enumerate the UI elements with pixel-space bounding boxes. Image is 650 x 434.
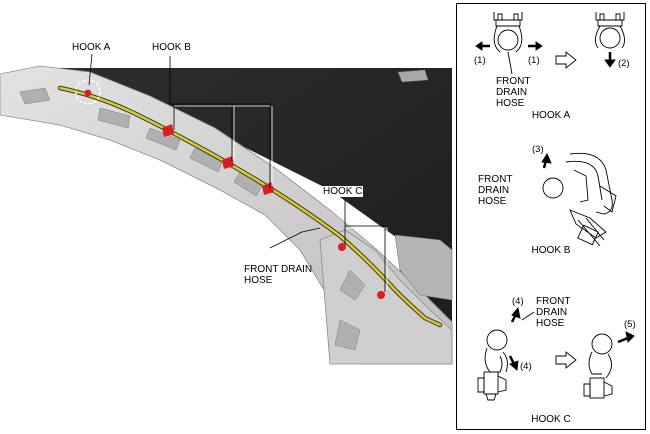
hook-c-title: HOOK C xyxy=(531,414,571,425)
hook-b-step-3: (3) xyxy=(532,144,544,155)
hook-c-arrow-right xyxy=(617,336,629,344)
hook-a-clip-before xyxy=(493,12,523,53)
leader-highlights xyxy=(174,105,388,290)
front-drain-hose-label: FRONT DRAIN HOSE xyxy=(244,264,313,286)
hook-c-hose-label: FRONT DRAIN HOSE xyxy=(536,296,571,329)
hook-b-hose xyxy=(542,177,564,199)
hook-a-marker xyxy=(84,89,92,97)
hook-c-label: HOOK C xyxy=(322,186,364,197)
hook-a-label: HOOK A xyxy=(72,42,111,53)
upper-bracket xyxy=(397,69,429,83)
hook-a-step-2: (2) xyxy=(618,58,630,69)
hook-a-clip-after xyxy=(595,12,625,49)
hook-c-step-5: (5) xyxy=(624,319,636,330)
hook-c-step-4-bottom: (4) xyxy=(520,361,532,372)
hook-c-clip-after xyxy=(583,333,613,399)
hook-a-step-arrow xyxy=(555,51,577,69)
hook-a-step-1-left: (1) xyxy=(474,55,486,66)
hook-b-markers xyxy=(162,124,274,195)
hook-b-label: HOOK B xyxy=(152,42,191,53)
hook-c-markers xyxy=(338,243,385,299)
hook-detail-panel xyxy=(456,3,646,430)
hook-a-title: HOOK A xyxy=(531,110,571,121)
hook-a-step-1-right: (1) xyxy=(528,55,540,66)
leader-lines xyxy=(88,53,386,292)
pillar-bracket xyxy=(394,234,453,301)
hook-c-clip-before xyxy=(477,329,508,401)
hook-c-step-arrow xyxy=(555,351,577,369)
hook-a-highlight xyxy=(75,79,101,105)
hook-b-title: HOOK B xyxy=(531,245,571,256)
hook-b-hose-label: FRONT DRAIN HOSE xyxy=(478,174,513,207)
rail-recesses xyxy=(19,87,366,351)
hook-c-step-4-top: (4) xyxy=(512,296,524,307)
hook-a-hose-label: FRONT DRAIN HOSE xyxy=(496,76,531,109)
hook-b-clip xyxy=(565,152,617,247)
dark-background xyxy=(30,68,452,364)
